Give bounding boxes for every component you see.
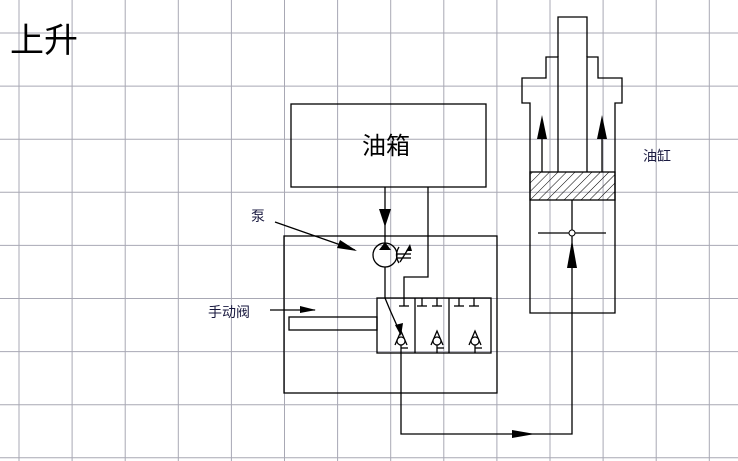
arrow-up-icon — [567, 240, 577, 268]
flow-arrow-down-icon — [379, 209, 391, 227]
check-valve-icon — [430, 329, 444, 353]
manual-valve-label: 手动阀 — [208, 305, 250, 321]
arrow-up-icon — [537, 115, 547, 139]
title-text: 上升 — [10, 21, 78, 61]
pressure-line — [400, 313, 573, 435]
tank-label: 油箱 — [362, 132, 410, 160]
flow-arrow-right-icon — [512, 430, 535, 438]
oil-tank: 油箱 — [290, 103, 487, 188]
oil-cylinder — [521, 16, 623, 314]
unit-housing — [283, 235, 498, 394]
check-valve-icon — [468, 329, 482, 353]
manual-valve — [288, 297, 492, 354]
pump-icon — [372, 242, 412, 268]
pump-label: 泵 — [251, 209, 265, 225]
arrow-up-icon — [597, 115, 607, 139]
check-valve-icon — [394, 329, 408, 353]
cylinder-label: 油缸 — [643, 148, 671, 165]
